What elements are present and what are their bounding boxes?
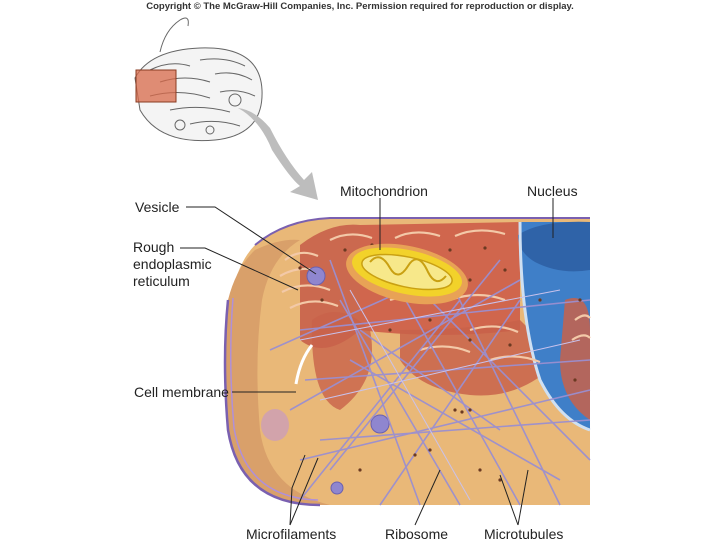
label-microtubules: Microtubules	[484, 526, 564, 542]
label-ribosome: Ribosome	[385, 526, 449, 542]
mitochondrion-shape	[346, 243, 468, 305]
leader-lines	[180, 198, 554, 526]
label-rough-er-line1: Rough	[133, 239, 175, 255]
label-microfilaments: Microfilaments	[246, 526, 337, 542]
label-cell-membrane: Cell membrane	[134, 384, 229, 400]
cell-cutaway	[223, 217, 591, 507]
zoom-arrow	[238, 108, 318, 200]
label-nucleus: Nucleus	[527, 183, 578, 199]
zoom-region-box	[135, 69, 177, 103]
label-mitochondrion: Mitochondrion	[340, 183, 428, 199]
label-rough-er-line3: reticulum	[133, 273, 190, 289]
label-rough-er-line2: endoplasmic	[133, 256, 212, 272]
label-vesicle: Vesicle	[135, 199, 180, 215]
copyright-notice: Copyright © The McGraw-Hill Companies, I…	[146, 1, 574, 12]
